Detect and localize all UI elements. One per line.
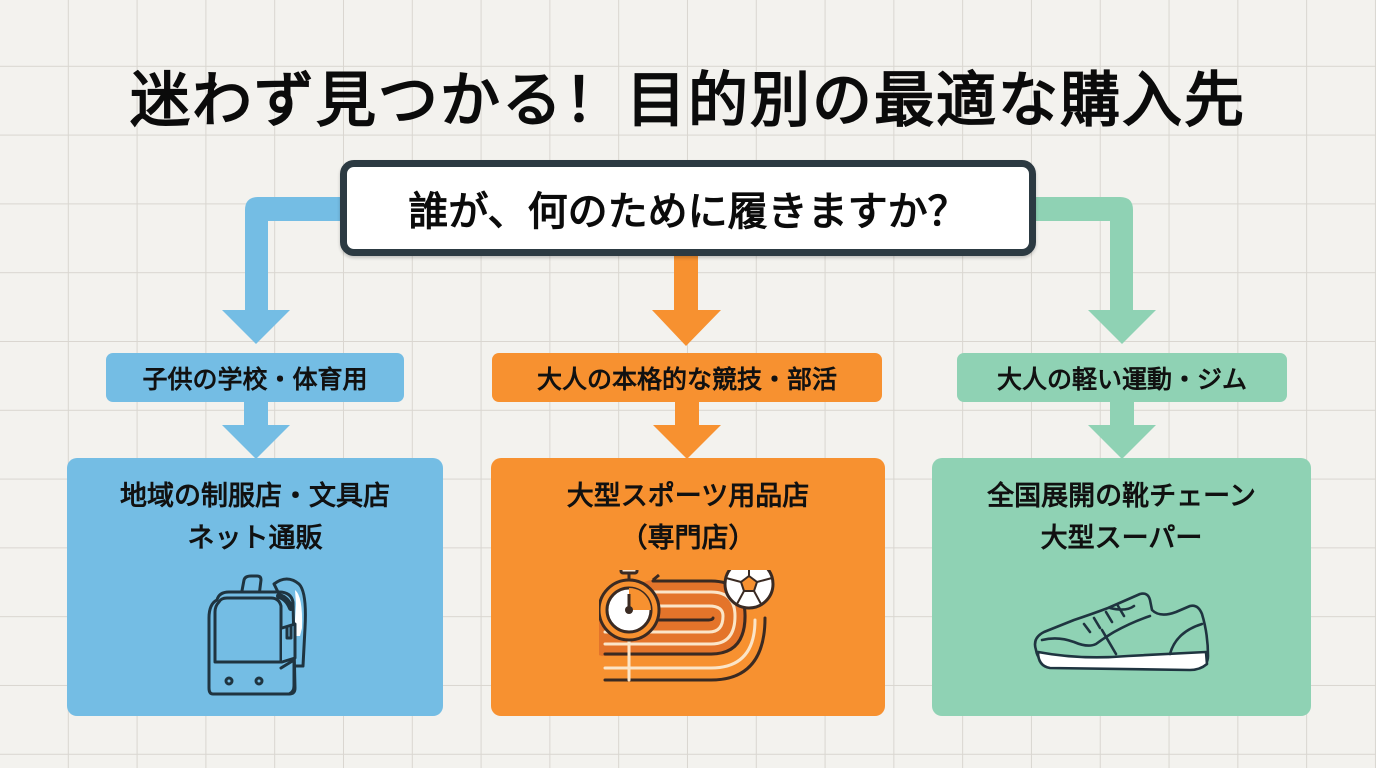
arrow-to-light-label (1036, 197, 1156, 344)
card-light-exercise-line-1: 全国展開の靴チェーン (987, 481, 1256, 512)
label-child: 子供の学校・体育用 (106, 353, 404, 402)
arrow-to-competition-card (653, 400, 721, 459)
card-competition-line-2: （専門店） (620, 523, 756, 554)
school-backpack-icon (207, 574, 307, 696)
card-competition: 大型スポーツ用品店 （専門店） (491, 458, 885, 716)
card-child: 地域の制服店・文具店 ネット通販 (67, 458, 443, 716)
card-child-line-2: ネット通販 (187, 523, 323, 554)
arrow-to-light-card (1088, 400, 1156, 459)
arrow-to-child-card (222, 400, 290, 459)
stopwatch-track-soccer-icon (599, 570, 775, 682)
card-competition-title: 大型スポーツ用品店 （専門店） (567, 476, 809, 560)
label-light-exercise: 大人の軽い運動・ジム (957, 353, 1287, 402)
page-title: 迷わず見つかる！目的別の最適な購入先 (130, 66, 1246, 136)
question-box: 誰が、何のために履きますか？ (340, 160, 1036, 256)
sneaker-icon (1033, 592, 1210, 672)
card-light-exercise-title: 全国展開の靴チェーン 大型スーパー (987, 476, 1256, 560)
card-competition-line-1: 大型スポーツ用品店 (566, 481, 810, 512)
card-child-title: 地域の制服店・文具店 ネット通販 (120, 476, 390, 560)
card-light-exercise-line-2: 大型スーパー (1040, 523, 1203, 554)
label-competition: 大人の本格的な競技・部活 (492, 353, 882, 402)
arrow-to-competition-label (652, 256, 721, 346)
card-light-exercise: 全国展開の靴チェーン 大型スーパー (932, 458, 1311, 716)
card-child-line-1: 地域の制服店・文具店 (120, 481, 390, 512)
arrow-to-child-label (222, 197, 345, 344)
